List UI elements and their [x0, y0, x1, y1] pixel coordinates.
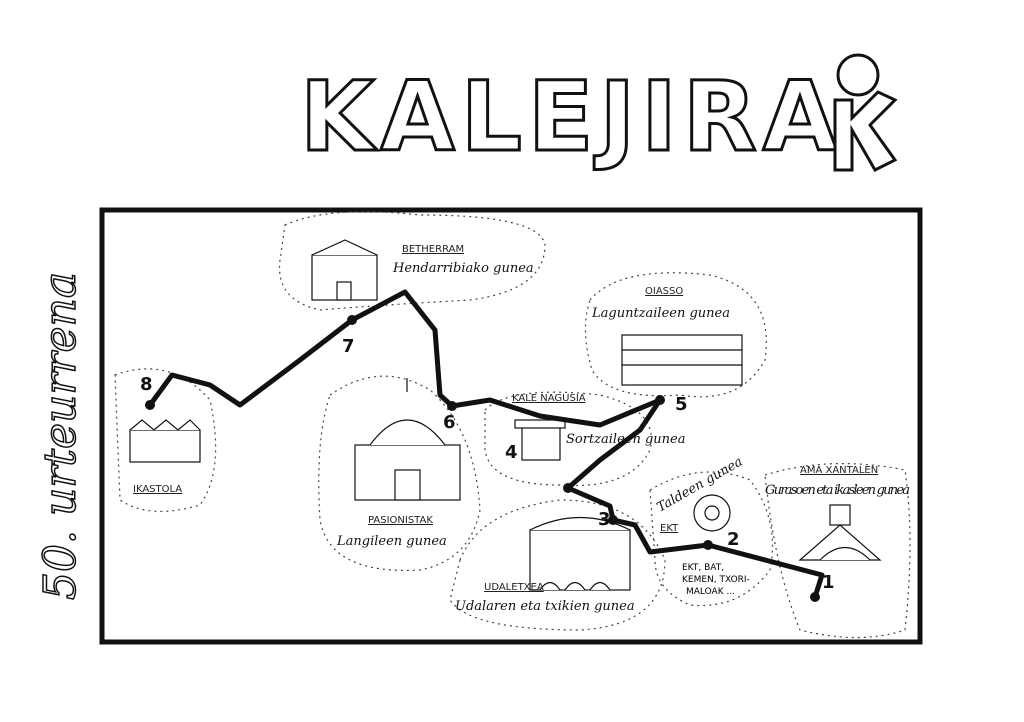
stop-8-marker[interactable]	[145, 400, 155, 410]
ekt-note-line-1: EKT, BAT,	[682, 563, 724, 573]
zone-name-pasionistak: Langileen gunea	[336, 534, 447, 549]
zone-place-kale-nagusia: KALE NAGUSIA	[512, 393, 586, 404]
stop-5-marker[interactable]	[655, 395, 665, 405]
zone-udaletxea	[449, 499, 666, 631]
betherram-building-drawing	[311, 239, 378, 301]
zone-name-ama-xantalen: Gurasoen eta ikasleen gunea	[765, 483, 910, 498]
zone-name-udaletxea: Udalaren eta txikien gunea	[455, 599, 635, 614]
stop-1-label: 1	[822, 572, 835, 593]
zone-name-betherram: Hendarribiako gunea	[392, 261, 534, 276]
ama-xantalen-building-drawing	[798, 504, 882, 561]
stop-4-marker[interactable]	[563, 483, 573, 493]
stop-4-label: 4	[505, 442, 518, 463]
zone-place-udaletxea: UDALETXEA	[484, 582, 544, 593]
stop-5-label: 5	[675, 394, 688, 415]
stop-3-label: 3	[598, 509, 611, 530]
ekt-seal-drawing	[693, 494, 731, 532]
anniversary-logo	[833, 53, 898, 172]
map-frame	[99, 207, 923, 645]
zone-place-pasionistak: PASIONISTAK	[368, 515, 433, 526]
stop-6-marker[interactable]	[447, 401, 457, 411]
kale-nagusia-building-drawing	[514, 419, 566, 461]
zone-place-ama-xantalen: AMA XANTALEN	[800, 465, 878, 476]
zone-betherram	[278, 211, 546, 311]
zone-pasionistak	[318, 375, 481, 572]
anniversary-text: 50. urteurrena	[35, 272, 86, 600]
zone-place-ikastola: IKASTOLA	[133, 484, 182, 495]
zone-name-kale-nagusia: Sortzaileen gunea	[566, 432, 686, 447]
stop-2-label: 2	[727, 529, 740, 550]
map-title: KALEJIRA	[300, 61, 843, 173]
stop-7-marker[interactable]	[347, 315, 357, 325]
stop-1-marker[interactable]	[810, 592, 820, 602]
route-path	[147, 289, 825, 600]
zone-oiasso	[584, 272, 767, 398]
oiasso-building-drawing	[621, 334, 743, 386]
stop-8-label: 8	[140, 374, 153, 395]
stop-6-label: 6	[443, 412, 456, 433]
zone-ama-xantalen	[764, 462, 911, 639]
zone-place-oiasso: OIASSO	[645, 286, 683, 297]
stop-3-marker[interactable]	[608, 515, 618, 525]
ikastola-houses-drawing	[129, 419, 201, 463]
zone-name-oiasso: Laguntzaileen gunea	[591, 306, 730, 321]
zone-ekt	[649, 471, 773, 607]
ekt-note-line-2: KEMEN, TXORI-	[682, 575, 750, 585]
zone-place-ekt: EKT	[660, 523, 679, 534]
pasionistak-church-drawing	[354, 378, 461, 501]
stop-2-marker[interactable]	[703, 540, 713, 550]
stop-7-label: 7	[342, 336, 355, 357]
udaletxea-building-drawing	[529, 517, 631, 591]
zone-place-betherram: BETHERRAM	[402, 244, 464, 255]
ekt-note-line-3: MALOAK ...	[686, 587, 735, 597]
